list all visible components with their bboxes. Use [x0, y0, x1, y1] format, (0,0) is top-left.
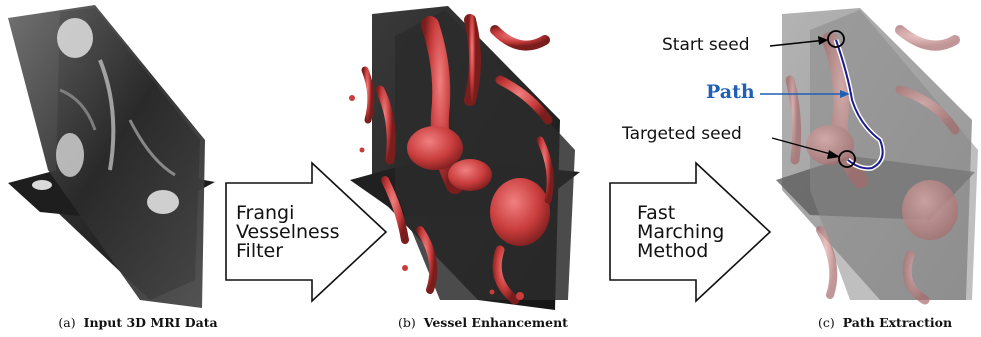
mri-bright-region	[57, 18, 93, 58]
caption-a: (a) Input 3D MRI Data	[58, 315, 217, 330]
vessel-fragment	[349, 95, 355, 101]
vessel-heart-region	[448, 159, 492, 191]
caption-b-title: Vessel Enhancement	[423, 315, 568, 330]
caption-a-prefix: (a)	[58, 315, 75, 330]
vessel-heart-region	[407, 126, 463, 170]
path-label: Path	[706, 81, 755, 103]
caption-c-prefix: (c)	[818, 315, 835, 330]
vessel-fragment	[360, 148, 365, 153]
start-seed-label: Start seed	[662, 35, 750, 55]
caption-c: (c) Path Extraction	[818, 315, 952, 330]
caption-b-prefix: (b)	[398, 315, 416, 330]
vessel-branch	[470, 20, 475, 100]
faded-heart-region	[902, 180, 958, 240]
arrow-2-line-3: Method	[637, 240, 708, 262]
faded-heart-region	[806, 125, 854, 165]
targeted-seed-label: Targeted seed	[621, 124, 742, 144]
vessel-heart-region	[490, 178, 550, 246]
panel-a-mri-volume	[8, 5, 215, 308]
vessel-branch	[495, 30, 545, 46]
faded-vessel-branch	[900, 30, 955, 46]
vessel-fragment	[402, 265, 408, 271]
mri-slice-front	[8, 5, 205, 308]
caption-b: (b) Vessel Enhancement	[398, 315, 568, 330]
mri-bright-region	[32, 180, 52, 190]
panel-b-vessel-volume	[349, 6, 580, 310]
mri-bright-region	[147, 190, 179, 214]
vessel-branch	[365, 70, 371, 120]
caption-a-title: Input 3D MRI Data	[84, 315, 218, 330]
vessel-fragment	[490, 290, 495, 295]
arrow-1-line-3: Filter	[236, 240, 283, 262]
mri-bright-region	[56, 133, 84, 177]
vessel-fragment	[516, 292, 524, 300]
caption-c-title: Path Extraction	[843, 315, 952, 330]
arrow-fast-marching: Fast Marching Method	[610, 163, 770, 301]
